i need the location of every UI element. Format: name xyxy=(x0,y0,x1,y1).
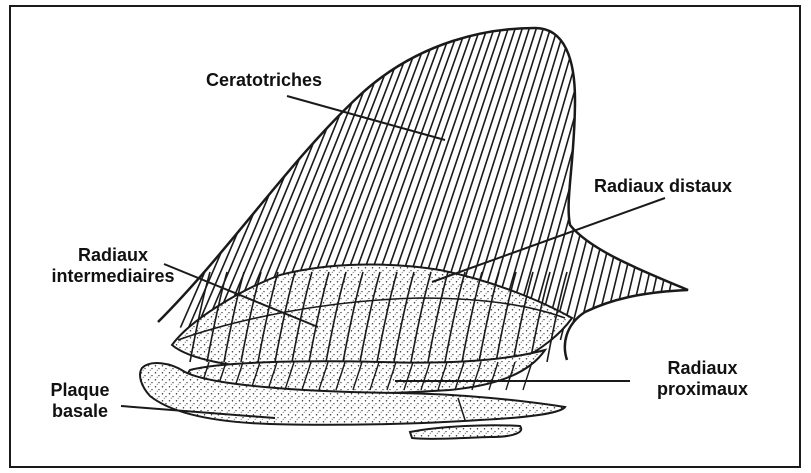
label-plaque-basale: Plaque basale xyxy=(40,380,120,422)
label-radiaux-distaux: Radiaux distaux xyxy=(594,176,732,197)
plaque-basale-fragment xyxy=(410,425,521,439)
label-radiaux-proximaux: Radiaux proximaux xyxy=(630,358,775,400)
label-plaque-basale-line2: basale xyxy=(40,401,120,422)
label-plaque-basale-line1: Plaque xyxy=(40,380,120,401)
label-radiaux-proximaux-line1: Radiaux xyxy=(630,358,775,379)
label-radiaux-intermediaires: Radiaux intermediaires xyxy=(38,245,188,287)
label-radiaux-intermediaires-line1: Radiaux xyxy=(38,245,188,266)
label-radiaux-intermediaires-line2: intermediaires xyxy=(38,266,188,287)
label-radiaux-proximaux-line2: proximaux xyxy=(630,379,775,400)
label-ceratotriches: Ceratotriches xyxy=(206,70,322,91)
